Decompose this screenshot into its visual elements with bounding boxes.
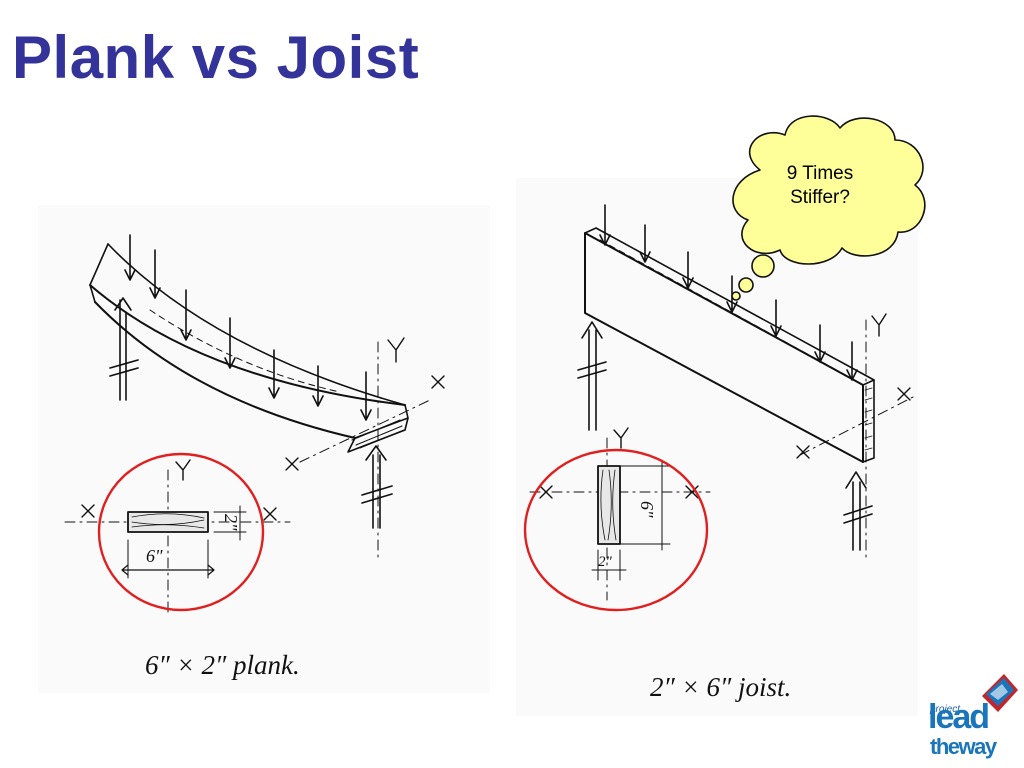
- joist-caption: 2″ × 6″ joist.: [650, 672, 792, 702]
- joist-load-arrows: [599, 204, 858, 381]
- plank-caption: 6″ × 2″ plank.: [145, 650, 300, 680]
- plank-load-arrows: [124, 234, 372, 421]
- plank-beam-drawing: 6" 2": [64, 234, 445, 613]
- plank-highlight-circle: [97, 452, 265, 612]
- pltw-logo-lead: lead: [928, 698, 990, 736]
- plank-figure-panel: [38, 205, 490, 693]
- thought-bubble-text: 9 Times Stiffer?: [760, 162, 880, 210]
- pltw-logo-theway: theway: [930, 734, 997, 759]
- joist-height-label: 6": [637, 501, 657, 518]
- thought-bubble-line2: Stiffer?: [790, 187, 850, 208]
- joist-beam-drawing: 6" 2": [529, 204, 916, 601]
- thought-bubble: [731, 115, 926, 301]
- joist-figure-panel: [516, 178, 918, 716]
- pltw-logo-mark: [982, 674, 1018, 712]
- thought-bubble-line1: 9 Times: [786, 163, 854, 184]
- joist-width-label: 2": [598, 554, 613, 570]
- pltw-logo-project: project: [930, 704, 961, 715]
- plank-height-label: 2": [221, 514, 241, 531]
- plank-width-label: 6": [146, 546, 163, 566]
- slide-title: Plank vs Joist: [12, 24, 420, 91]
- joist-cross-section: 6" 2": [529, 427, 711, 601]
- plank-cross-section: 6" 2": [64, 459, 291, 613]
- joist-highlight-circle: [523, 448, 709, 612]
